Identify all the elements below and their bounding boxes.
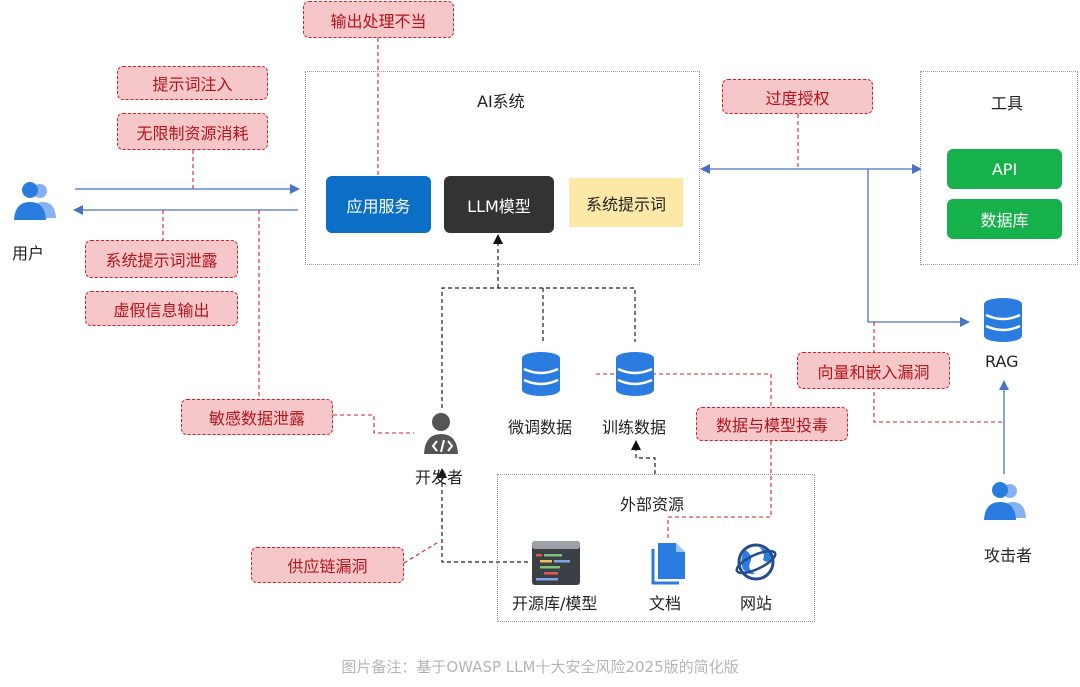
ai-system-title: AI系统 bbox=[477, 92, 525, 111]
risk-sensitive-disclosure[interactable]: 敏感数据泄露 bbox=[181, 399, 333, 435]
database-box[interactable]: 数据库 bbox=[947, 199, 1062, 239]
developer-llm-line bbox=[441, 287, 636, 408]
ai-system-region bbox=[305, 71, 700, 265]
llm-model-box[interactable]: LLM模型 bbox=[444, 176, 554, 233]
database-icon-training bbox=[616, 352, 654, 396]
code-editor-icon bbox=[532, 541, 580, 585]
developer-icon bbox=[424, 413, 458, 454]
app-service-box[interactable]: 应用服务 bbox=[326, 176, 431, 233]
document-icon bbox=[651, 543, 685, 585]
user-icon bbox=[14, 182, 56, 220]
database-icon-rag bbox=[984, 298, 1022, 342]
risk-vector-embedding[interactable]: 向量和嵌入漏洞 bbox=[797, 352, 950, 389]
developer-label: 开发者 bbox=[415, 468, 464, 487]
open-source-label: 开源库/模型 bbox=[512, 594, 598, 613]
attacker-icon bbox=[984, 482, 1026, 520]
user-label: 用户 bbox=[12, 244, 45, 263]
risk-excessive-agency[interactable]: 过度授权 bbox=[722, 79, 873, 114]
risk-misinformation[interactable]: 虚假信息输出 bbox=[85, 291, 238, 326]
website-label: 网站 bbox=[740, 594, 773, 613]
tools-title: 工具 bbox=[991, 94, 1024, 113]
supply-dev-arrow bbox=[437, 468, 528, 563]
external-resources-region bbox=[497, 474, 815, 622]
system-prompt-note[interactable]: 系统提示词 bbox=[569, 178, 683, 227]
external-resources-title: 外部资源 bbox=[620, 495, 685, 514]
training-data-label: 训练数据 bbox=[602, 418, 667, 437]
api-box[interactable]: API bbox=[947, 149, 1062, 189]
docs-label: 文档 bbox=[649, 594, 682, 613]
finetune-data-label: 微调数据 bbox=[508, 418, 573, 437]
globe-icon bbox=[735, 543, 777, 581]
risk-prompt-injection[interactable]: 提示词注入 bbox=[117, 66, 268, 100]
database-icon-finetune bbox=[522, 352, 560, 396]
attacker-label: 攻击者 bbox=[984, 546, 1033, 565]
tools-rag-arrow bbox=[867, 169, 970, 327]
risk-supply-chain[interactable]: 供应链漏洞 bbox=[251, 547, 404, 583]
risk-data-model-poisoning[interactable]: 数据与模型投毒 bbox=[696, 407, 848, 441]
tools-region bbox=[920, 71, 1078, 265]
risk-unbounded-consumption[interactable]: 无限制资源消耗 bbox=[117, 113, 268, 150]
risk-system-prompt-leakage[interactable]: 系统提示词泄露 bbox=[85, 240, 238, 278]
rag-label: RAG bbox=[985, 352, 1019, 371]
external-training-arrow bbox=[631, 440, 656, 474]
risk-output-handling[interactable]: 输出处理不当 bbox=[303, 1, 454, 38]
figure-caption: 图片备注：基于OWASP LLM十大安全风险2025版的简化版 bbox=[341, 658, 739, 676]
